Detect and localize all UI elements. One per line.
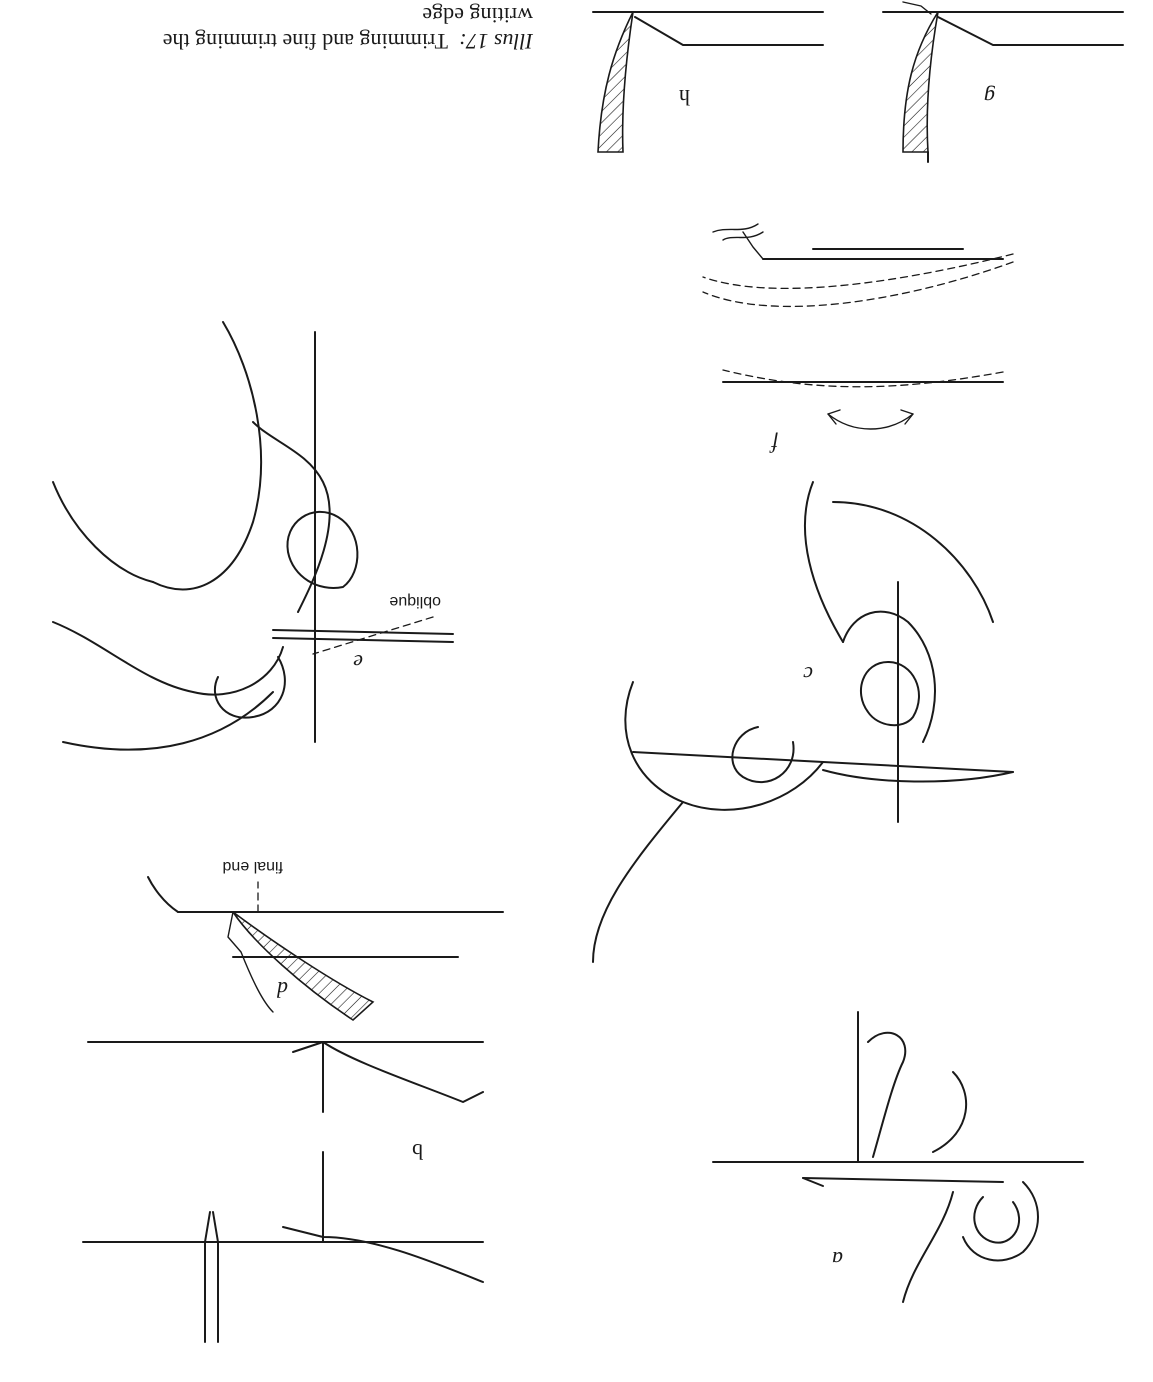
panel-d-hatched-wedge	[233, 912, 373, 1020]
panel-b-nib-split	[205, 1212, 218, 1242]
panel-f-arrowhead-right	[828, 410, 840, 424]
panel-a: a	[713, 1012, 1083, 1302]
panel-e: oblique e	[53, 322, 453, 750]
panel-b-upper-knife-tip	[293, 1042, 323, 1052]
panel-e-upper-hand	[153, 322, 261, 590]
panel-h-nib-outline	[635, 17, 823, 45]
caption-line1: Trimming and fine trimming the	[163, 29, 448, 54]
panel-a-upper-finger	[868, 1033, 905, 1157]
panel-e-thumbnail	[287, 512, 357, 588]
panel-a-knife	[803, 1178, 1003, 1182]
panel-e-knife-back	[273, 630, 453, 634]
panel-f-label: f	[769, 432, 778, 457]
panel-d-edge-curve	[148, 877, 178, 912]
caption: Illus 17: Trimming and fine trimming the…	[163, 3, 534, 54]
panel-c-thumb	[843, 612, 935, 742]
panel-c: c	[593, 482, 1013, 962]
panel-a-thumbnail	[974, 1197, 1019, 1243]
panel-g-hatched-blade	[903, 12, 938, 152]
panel-f-dashed-base	[723, 370, 1003, 387]
panel-g-label: g	[984, 85, 995, 110]
panel-f-arrowhead-left	[901, 410, 913, 424]
panel-g-nib-outline	[938, 17, 1123, 45]
panel-d-label: d	[276, 977, 288, 1002]
panel-c-thumbnail	[861, 662, 919, 725]
panel-e-lower-finger	[53, 622, 283, 695]
panel-a-lower-finger	[903, 1192, 953, 1302]
svg-text:Illus 17: Trimming and: Illus 17: Trimming and fine trimming the	[163, 29, 534, 54]
panel-a-knuckle	[933, 1072, 966, 1152]
panel-d-annotation: final end	[223, 858, 284, 875]
panel-c-wrist	[593, 802, 683, 962]
panel-e-oblique-guide	[313, 617, 433, 654]
panel-e-upper-thumb	[253, 422, 330, 612]
panel-c-hand-back	[833, 502, 993, 622]
panel-e-label: e	[353, 650, 363, 675]
panel-c-label: c	[803, 662, 813, 687]
panel-f: f	[703, 224, 1013, 457]
panel-f-wave-2	[713, 224, 758, 232]
panel-e-lower-hand	[63, 692, 273, 750]
panel-b: b	[83, 1042, 483, 1342]
panel-c-upper-finger	[805, 482, 843, 642]
caption-line2: writing edge	[422, 3, 533, 28]
panel-f-rock-arrow	[828, 414, 913, 429]
panel-d: final end d	[148, 858, 503, 1020]
panel-c-knife-edge	[823, 770, 1013, 782]
panel-b-label: b	[412, 1139, 423, 1164]
panel-b-upper-knife	[323, 1042, 483, 1102]
panel-e-annotation: oblique	[389, 593, 441, 610]
caption-prefix: Illus 17:	[459, 29, 534, 54]
panel-a-label: a	[832, 1247, 843, 1272]
panel-b-nib-tines	[205, 1242, 218, 1342]
upright-plate: Illus 17: Trimming and fine trimming the…	[53, 2, 1123, 1342]
panel-h-label: h	[679, 85, 690, 110]
svg-text:writing edge: writing edge	[422, 3, 533, 28]
panel-e-upper-finger	[53, 482, 153, 582]
panel-h: h	[593, 12, 823, 152]
panel-c-lower-thumbnail	[732, 727, 793, 782]
panel-g: g	[883, 2, 1123, 162]
panel-h-hatched-blade	[598, 12, 633, 152]
panel-b-lower-knife	[283, 1227, 483, 1282]
